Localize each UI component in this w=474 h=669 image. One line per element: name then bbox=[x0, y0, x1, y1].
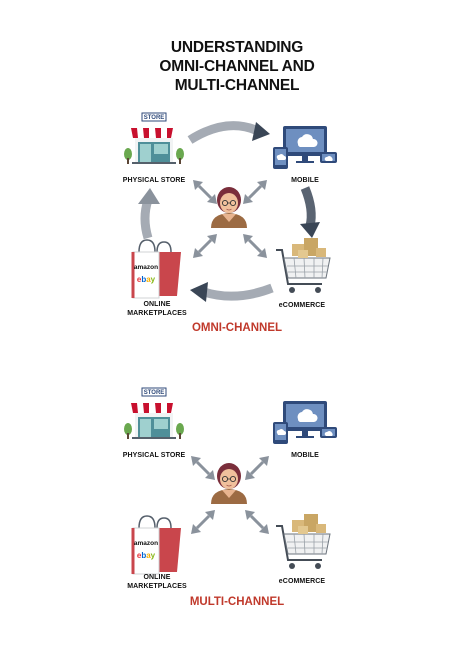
label-mobile: MOBILE bbox=[291, 452, 319, 459]
spoke-arrow-marketplaces bbox=[193, 234, 217, 258]
arrow-marketplaces-to-store bbox=[140, 198, 153, 240]
label-physical-store: PHYSICAL STORE bbox=[122, 177, 186, 184]
label-ecommerce: eCOMMERCE bbox=[278, 578, 326, 585]
title-line-1: UNDERSTANDING bbox=[170, 39, 304, 56]
amazon-logo: amazon bbox=[134, 264, 158, 271]
spoke-arrow-store bbox=[193, 180, 217, 204]
shopping-cart-icon bbox=[275, 237, 331, 294]
arrow-mobile-to-ecommerce bbox=[300, 186, 316, 228]
label-physical-store: PHYSICAL STORE bbox=[122, 452, 186, 459]
ebay-logo: ebay bbox=[137, 275, 156, 284]
ebay-logo: ebay bbox=[137, 551, 156, 560]
spoke-arrow-store bbox=[191, 456, 215, 480]
arrow-mobile-to-ecommerce-head bbox=[300, 222, 320, 238]
multi-spoke-arrows bbox=[191, 456, 269, 534]
customer-avatar bbox=[210, 462, 248, 505]
physical-store-icon: STORE bbox=[123, 387, 185, 440]
title-line-3: MULTI-CHANNEL bbox=[174, 77, 300, 94]
spoke-arrow-marketplaces bbox=[191, 510, 215, 534]
label-online-marketplaces: ONLINE MARKETPLACES bbox=[127, 574, 187, 590]
store-sign-text: STORE bbox=[144, 115, 165, 121]
title-line-2: OMNI-CHANNEL AND bbox=[159, 58, 315, 75]
omni-spoke-arrows bbox=[193, 180, 267, 258]
customer-avatar bbox=[210, 186, 248, 229]
label-online-marketplaces: ONLINE MARKETPLACES bbox=[127, 301, 187, 317]
shopping-bags-icon: amazon ebay bbox=[131, 514, 183, 576]
omni-channel-title: OMNI-CHANNEL bbox=[191, 322, 283, 334]
arrow-marketplaces-to-store-head bbox=[138, 188, 160, 204]
spoke-arrow-ecommerce bbox=[243, 234, 267, 258]
physical-store-icon: STORE bbox=[123, 112, 185, 165]
spoke-arrow-mobile bbox=[245, 456, 269, 480]
arrow-store-to-mobile bbox=[187, 121, 263, 144]
mobile-devices-icon bbox=[273, 401, 337, 444]
spoke-arrow-ecommerce bbox=[245, 510, 269, 534]
page-title: UNDERSTANDING OMNI-CHANNEL AND MULTI-CHA… bbox=[0, 38, 474, 95]
shopping-cart-icon bbox=[275, 513, 331, 570]
arrow-ecommerce-to-marketplaces-head bbox=[190, 282, 208, 302]
label-mobile: MOBILE bbox=[291, 177, 319, 184]
spoke-arrow-mobile bbox=[243, 180, 267, 204]
multi-channel-title: MULTI-CHANNEL bbox=[189, 596, 285, 608]
store-sign-text: STORE bbox=[144, 390, 165, 396]
amazon-logo: amazon bbox=[134, 540, 158, 547]
arrow-store-to-mobile-head bbox=[252, 122, 270, 141]
arrow-ecommerce-to-marketplaces bbox=[202, 283, 274, 301]
label-ecommerce: eCOMMERCE bbox=[278, 302, 326, 309]
shopping-bags-icon: amazon ebay bbox=[131, 238, 183, 300]
mobile-devices-icon bbox=[273, 126, 337, 169]
